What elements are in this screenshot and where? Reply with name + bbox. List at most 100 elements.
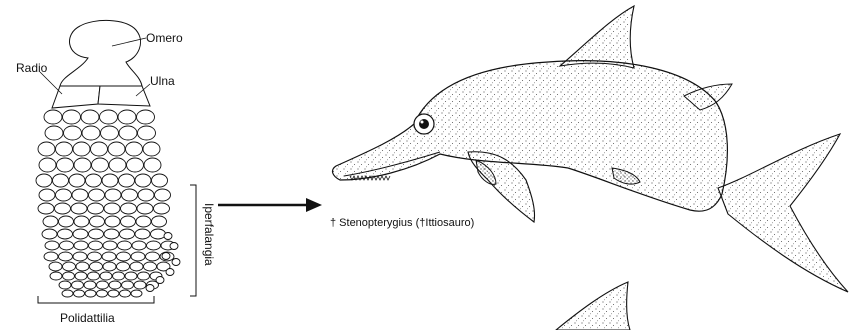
phalanx-bone: [108, 142, 125, 156]
phalanx-bone: [120, 229, 135, 239]
phalanx-bone: [76, 262, 89, 271]
phalanx-bone: [59, 281, 71, 289]
phalanx-bone: [71, 203, 87, 214]
phalanx-bone: [55, 203, 71, 214]
phalanx-bone: [74, 158, 91, 172]
phalanx-bone: [38, 142, 55, 156]
phalanx-bone: [117, 262, 130, 271]
phalanx-bone: [91, 142, 108, 156]
phalanx-bone: [134, 281, 146, 289]
phalanx-bone: [75, 272, 87, 280]
phalanx-bone: [44, 252, 58, 261]
phalanx-bone: [60, 241, 74, 250]
phalanx-bone: [89, 189, 105, 201]
phalanx-bone: [62, 290, 73, 297]
phalanx-bone: [120, 290, 131, 297]
phalanx-bone: [131, 290, 142, 297]
phalanx-bone: [126, 142, 143, 156]
phalanx-bone: [154, 203, 170, 214]
polidattilia-label: Polidattilia: [60, 311, 115, 325]
phalanx-bone: [103, 262, 116, 271]
phalanx-bone: [164, 233, 172, 240]
phalanx-bone: [38, 203, 54, 214]
phalanx-bone: [44, 110, 62, 124]
phalanx-bone: [89, 229, 104, 239]
phalanx-bone: [45, 241, 59, 250]
phalanx-bone: [170, 243, 178, 250]
phalanx-bone: [72, 189, 88, 201]
phalanx-bone: [147, 241, 161, 250]
phalanx-bone: [97, 281, 109, 289]
phalanx-bone: [118, 241, 132, 250]
ulna-label: Ulna: [150, 74, 175, 88]
species-caption: † Stenopterygius (†Ittiosauro): [330, 217, 474, 229]
phalanx-bone: [109, 158, 126, 172]
phalanx-bone: [155, 189, 171, 201]
phalanx-bone: [113, 272, 125, 280]
phalanx-bone: [42, 229, 57, 239]
phalanx-bone: [135, 174, 151, 187]
phalanx-bone: [97, 290, 108, 297]
omero-label: Omero: [146, 31, 183, 45]
phalanx-bone: [50, 272, 62, 280]
phalanx-bone: [102, 174, 118, 187]
phalanx-bone: [137, 203, 153, 214]
phalanx-bone: [74, 241, 88, 250]
phalanx-bone: [100, 110, 118, 124]
iperfalangia-label: Iperfalangia: [202, 203, 216, 266]
phalanx-bone: [108, 290, 119, 297]
phalanx-bone: [39, 158, 56, 172]
phalanx-bone: [138, 272, 150, 280]
phalanx-bone: [152, 216, 167, 227]
phalanx-bone: [59, 216, 74, 227]
second-dorsal-fin: [556, 282, 630, 330]
phalanx-bone: [49, 262, 62, 271]
phalanx-bone: [39, 189, 55, 201]
phalanx-bone: [82, 126, 100, 140]
phalanx-bone: [138, 126, 156, 140]
phalanx-bone: [151, 229, 166, 239]
phalanx-bone: [73, 142, 90, 156]
body: [333, 61, 728, 212]
phalanx-bone: [143, 142, 160, 156]
phalanx-bone: [81, 110, 99, 124]
phalanx-bone: [162, 253, 170, 260]
phalanx-bone: [122, 281, 134, 289]
fin-skeleton-icon: [36, 20, 180, 297]
dorsal-fin: [560, 6, 634, 68]
phalanx-bone: [63, 110, 81, 124]
ichthyosaur-icon: [333, 6, 848, 292]
ulna-bone: [98, 86, 150, 106]
phalanx-bone: [137, 110, 155, 124]
phalanx-bone: [119, 126, 137, 140]
phalanx-bone: [74, 216, 89, 227]
phalanx-bone: [130, 262, 143, 271]
phalanx-bone: [127, 158, 144, 172]
phalanx-bone: [105, 189, 121, 201]
phalanx-bone: [56, 142, 73, 156]
phalanx-bone: [144, 158, 161, 172]
phalanx-bone: [63, 262, 76, 271]
phalanx-bone: [146, 285, 154, 292]
phalanx-bone: [88, 272, 100, 280]
phalanx-bone: [138, 189, 154, 201]
radio-label: Radio: [16, 61, 47, 75]
phalanx-bone: [73, 229, 88, 239]
phalanx-bone: [74, 290, 85, 297]
phalanx-bone: [131, 252, 145, 261]
phalanx-bone: [57, 158, 74, 172]
phalanx-bone: [121, 216, 136, 227]
phalanx-bone: [59, 252, 73, 261]
phalanx-bone: [104, 229, 119, 239]
phalanx-bone: [144, 262, 157, 271]
phalanx-bone: [132, 241, 146, 250]
phalanx-bone: [122, 189, 138, 201]
phalanx-bone: [136, 216, 151, 227]
phalanx-bone: [152, 174, 168, 187]
right-arrow-icon: [218, 198, 322, 212]
phalanx-bone: [88, 252, 102, 261]
phalanx-bone: [89, 241, 103, 250]
iperfalangia-bracket: [190, 185, 196, 296]
phalanx-bone: [121, 203, 137, 214]
